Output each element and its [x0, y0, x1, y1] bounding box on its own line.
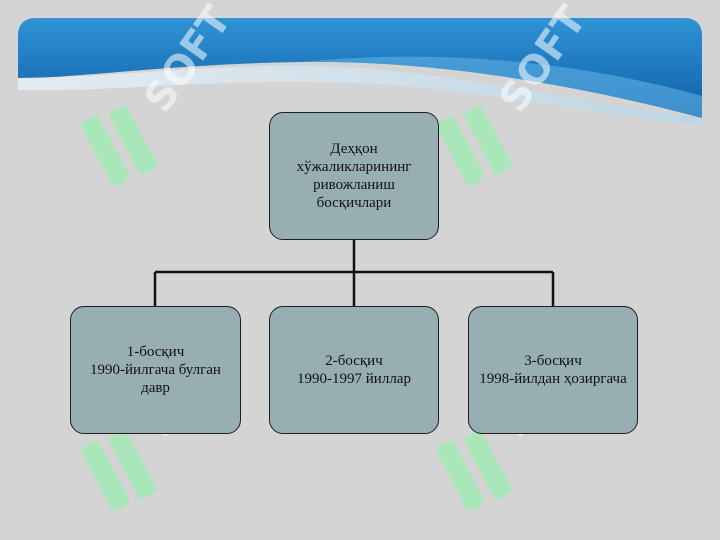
- stage-1-line: 1990-йилгача булган: [90, 362, 221, 378]
- stage-1-node: 1-босқич 1990-йилгача булган давр: [70, 306, 241, 434]
- hp-logo-icon: [81, 105, 157, 185]
- stage-1-line: 1-босқич: [126, 344, 185, 360]
- stage-3-line: 1998-йилдан ҳозиргача: [479, 371, 627, 387]
- stage-3-line: 3-босқич: [524, 353, 582, 369]
- root-node: Деҳқон хўжаликларининг ривожланиш босқич…: [269, 112, 439, 240]
- hp-logo-icon: [436, 430, 512, 510]
- stage-2-line: 2-босқич: [325, 353, 383, 369]
- root-node-line: хўжаликларининг: [296, 159, 412, 175]
- root-node-line: Деҳқон: [330, 141, 378, 157]
- root-node-line: ривожланиш: [313, 177, 395, 193]
- stage-3-node: 3-босқич 1998-йилдан ҳозиргача: [468, 306, 638, 434]
- stage-2-line: 1990-1997 йиллар: [297, 371, 411, 387]
- hp-logo-icon: [81, 430, 157, 510]
- stage-2-node: 2-босқич 1990-1997 йиллар: [269, 306, 439, 434]
- hp-logo-icon: [436, 105, 512, 185]
- stage-1-line: давр: [141, 380, 170, 396]
- root-node-line: босқичлари: [316, 195, 392, 211]
- header-wave-banner: [18, 18, 702, 126]
